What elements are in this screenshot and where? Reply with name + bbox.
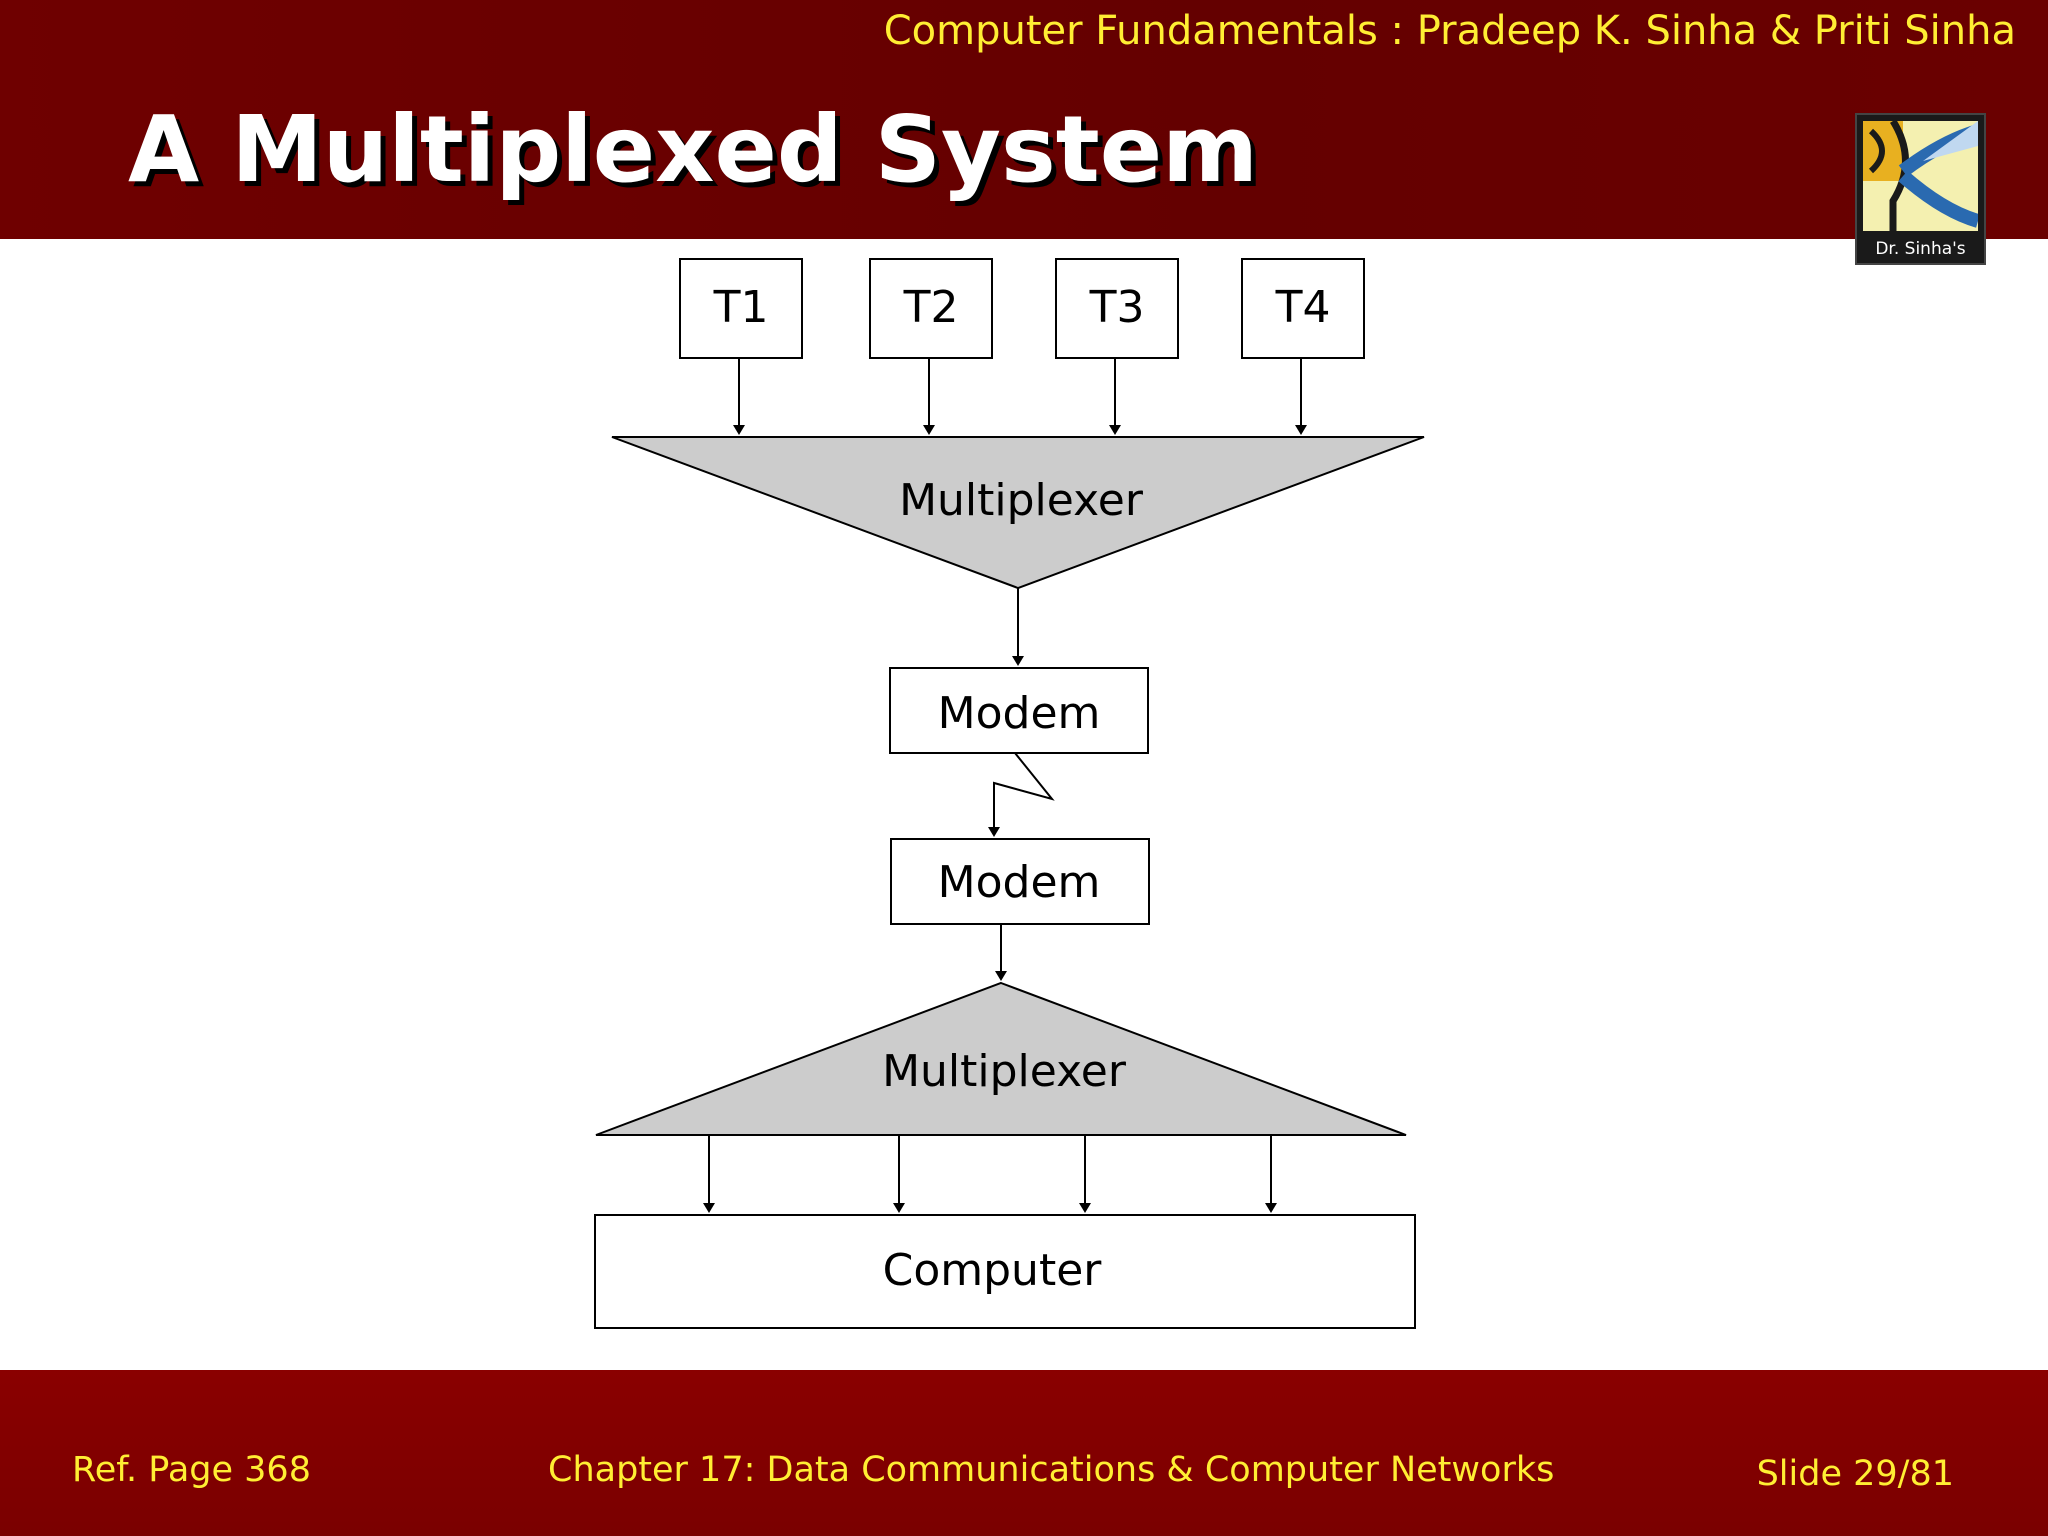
modem-top: Modem xyxy=(889,667,1149,754)
logo-icon xyxy=(1863,121,1978,231)
slide-number: Slide 29/81 xyxy=(1756,1454,1954,1494)
terminal-t4: T4 xyxy=(1241,258,1365,359)
terminal-t2-label: T2 xyxy=(903,282,959,333)
multiplexer-top-label: Multiplexer xyxy=(899,475,1144,526)
multiplexer-top: Multiplexer xyxy=(611,436,1425,590)
multiplexer-bottom: Multiplexer xyxy=(595,981,1407,1136)
computer-box: Computer xyxy=(594,1214,1416,1329)
modem-top-label: Modem xyxy=(938,688,1101,739)
slide-title: A Multiplexed System xyxy=(128,96,1258,203)
logo-text: Dr. Sinha's xyxy=(1875,239,1966,259)
modem-bottom: Modem xyxy=(890,838,1150,925)
header-bar: Computer Fundamentals : Pradeep K. Sinha… xyxy=(0,0,2048,239)
terminal-t4-label: T4 xyxy=(1275,282,1331,333)
chapter-title: Chapter 17: Data Communications & Comput… xyxy=(548,1450,1555,1490)
terminal-t3-label: T3 xyxy=(1089,282,1145,333)
computer-label: Computer xyxy=(883,1245,1103,1296)
footer-bar: Ref. Page 368 Chapter 17: Data Communica… xyxy=(0,1370,2048,1536)
multiplexer-bottom-label: Multiplexer xyxy=(882,1046,1127,1097)
lightning-link-icon xyxy=(988,752,1055,837)
terminal-t1: T1 xyxy=(679,258,803,359)
terminal-t2: T2 xyxy=(869,258,993,359)
modem-bottom-label: Modem xyxy=(938,857,1101,908)
terminal-t1-label: T1 xyxy=(713,282,769,333)
book-title: Computer Fundamentals : Pradeep K. Sinha… xyxy=(883,8,2016,54)
terminal-t3: T3 xyxy=(1055,258,1179,359)
ref-page: Ref. Page 368 xyxy=(72,1450,311,1490)
logo: Dr. Sinha's xyxy=(1855,113,1986,265)
multiplexed-system-diagram: T1 T2 T3 T4 Multiplexer Modem Modem Mult… xyxy=(594,258,1425,1329)
